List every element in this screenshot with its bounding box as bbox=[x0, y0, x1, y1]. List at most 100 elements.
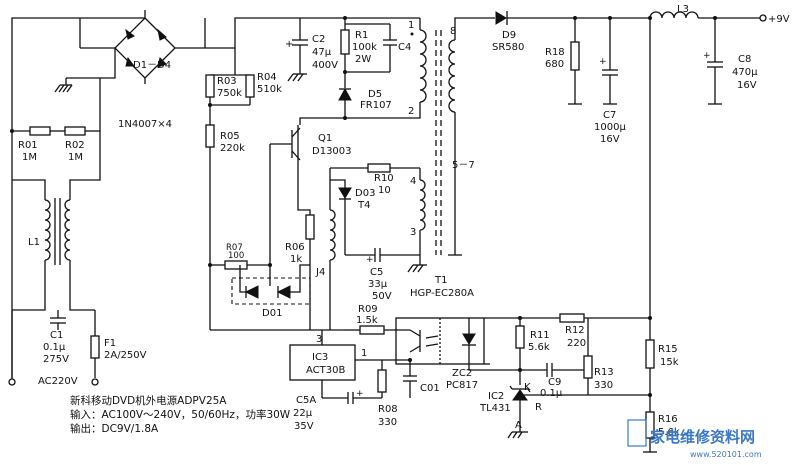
zc2-ref: ZC2 bbox=[452, 368, 472, 379]
r1-value2: 2W bbox=[355, 54, 371, 65]
d9-type: SR580 bbox=[492, 42, 524, 53]
f1-fuse bbox=[90, 335, 100, 359]
d5-ref: D5 bbox=[368, 89, 382, 100]
r04-resistor bbox=[245, 74, 255, 98]
c9-ref: C9 bbox=[548, 377, 561, 388]
c5-value2: 50V bbox=[372, 291, 392, 302]
r07-ref: R07 bbox=[226, 243, 243, 253]
r02-ref: R02 bbox=[65, 140, 85, 151]
r08-value: 330 bbox=[378, 417, 397, 428]
r08-ref: R08 bbox=[378, 404, 398, 415]
caption-title: 新科移动DVD机外电源ADPV25A bbox=[70, 394, 227, 407]
caption-output-spec: 输出：DC9V/1.8A bbox=[70, 422, 159, 435]
r10-ref: R10 bbox=[374, 173, 394, 184]
d03-type: T4 bbox=[357, 200, 370, 211]
c7-value2: 16V bbox=[600, 134, 620, 145]
c5-ref: C5 bbox=[370, 267, 383, 278]
ic2-k: K bbox=[524, 382, 531, 393]
ac-input-label: AC220V bbox=[38, 376, 78, 387]
secondary-section: 8 5－7 D9 SR580 R18 680 + C7 1000μ 16V +9… bbox=[448, 4, 790, 453]
d5-type: FR107 bbox=[360, 100, 392, 111]
r18-resistor bbox=[570, 41, 580, 71]
c8-value1: 470μ bbox=[732, 67, 758, 78]
r01-value: 1M bbox=[22, 152, 37, 163]
r1-value1: 100k bbox=[352, 42, 377, 53]
r03-value: 750k bbox=[217, 88, 242, 99]
ic2-r: R bbox=[535, 402, 542, 413]
r15-ref: R15 bbox=[658, 344, 678, 355]
ic3-type: ACT30B bbox=[306, 365, 345, 376]
svg-text:+: + bbox=[356, 389, 364, 399]
c1-value2: 275V bbox=[43, 354, 69, 365]
r12-value: 220 bbox=[567, 338, 586, 349]
r18-ref: R18 bbox=[545, 47, 565, 58]
l1-ref: L1 bbox=[28, 237, 40, 248]
watermark-url: www.520101.com bbox=[690, 450, 762, 459]
ic2-type: TL431 bbox=[479, 403, 511, 414]
svg-text:+: + bbox=[366, 255, 374, 265]
r09-ref: R09 bbox=[358, 304, 378, 315]
t1-type: HGP-EC280A bbox=[410, 288, 474, 299]
t1-pin1: 1 bbox=[408, 20, 414, 31]
c5a-value2: 35V bbox=[294, 421, 314, 432]
r09-value: 1.5k bbox=[356, 315, 378, 326]
c4-ref: C4 bbox=[398, 42, 411, 53]
r15-resistor bbox=[645, 339, 655, 369]
d01-diode-pair bbox=[231, 277, 311, 305]
r02-resistor bbox=[64, 126, 86, 136]
r11-value: 5.6k bbox=[528, 342, 550, 353]
c7-ref: C7 bbox=[603, 110, 616, 121]
zc2-type: PC817 bbox=[446, 380, 478, 391]
svg-text:+: + bbox=[599, 57, 607, 67]
output-terminal bbox=[759, 14, 767, 22]
r05-resistor bbox=[205, 124, 215, 148]
c7-value1: 1000μ bbox=[594, 122, 626, 133]
c2-value1: 47μ bbox=[312, 47, 332, 58]
r12-resistor bbox=[559, 313, 585, 323]
c5-value1: 33μ bbox=[368, 279, 388, 290]
r10-value: 10 bbox=[378, 185, 391, 196]
r16-ref: R16 bbox=[658, 414, 678, 425]
optocoupler-pc817: ZC2 PC817 bbox=[395, 317, 485, 391]
c01-ref: C01 bbox=[420, 383, 440, 394]
f1-value: 2A/250V bbox=[104, 350, 147, 361]
c1-ref: C1 bbox=[50, 330, 63, 341]
j4-ref: J4 bbox=[315, 267, 325, 278]
r03-resistor bbox=[205, 74, 215, 98]
c8-ref: C8 bbox=[738, 54, 751, 65]
r18-value: 680 bbox=[545, 59, 564, 70]
c1-value1: 0.1μ bbox=[43, 342, 66, 353]
ic3-ref: IC3 bbox=[312, 352, 328, 363]
r12-ref: R12 bbox=[565, 325, 585, 336]
c5a-ref: C5A bbox=[296, 395, 316, 406]
bridge-ref: D1－D4 bbox=[133, 60, 171, 71]
c2-value2: 400V bbox=[312, 60, 338, 71]
r07-value: 100 bbox=[228, 251, 244, 261]
r16-value: 5.6k bbox=[658, 427, 680, 438]
r05-ref: R05 bbox=[220, 131, 240, 142]
output-label: +9V bbox=[768, 14, 790, 25]
spec-caption: 新科移动DVD机外电源ADPV25A 输入：AC100V～240V，50/60H… bbox=[70, 394, 291, 435]
r06-value: 1k bbox=[290, 254, 302, 265]
ac-terminal-left bbox=[8, 378, 16, 386]
ac-terminal-right bbox=[91, 378, 99, 386]
r13-ref: R13 bbox=[594, 367, 614, 378]
r11-resistor bbox=[515, 325, 525, 349]
t1-ref: T1 bbox=[434, 275, 447, 286]
d01-ref: D01 bbox=[262, 308, 282, 319]
q1-type: D13003 bbox=[312, 146, 352, 157]
svg-text:+: + bbox=[285, 39, 293, 50]
r06-resistor bbox=[305, 214, 315, 240]
r09-resistor bbox=[359, 325, 385, 335]
svg-text:+: + bbox=[703, 51, 711, 61]
t1-pin2: 2 bbox=[408, 106, 414, 117]
r04-ref: R04 bbox=[257, 72, 277, 83]
r03-ref: R03 bbox=[217, 76, 237, 87]
c2-ref: C2 bbox=[312, 34, 325, 45]
r01-ref: R01 bbox=[18, 140, 38, 151]
r13-value: 330 bbox=[594, 380, 613, 391]
ic2-ref: IC2 bbox=[488, 391, 504, 402]
l3-ref: L3 bbox=[677, 4, 689, 15]
r11-ref: R11 bbox=[530, 330, 550, 341]
